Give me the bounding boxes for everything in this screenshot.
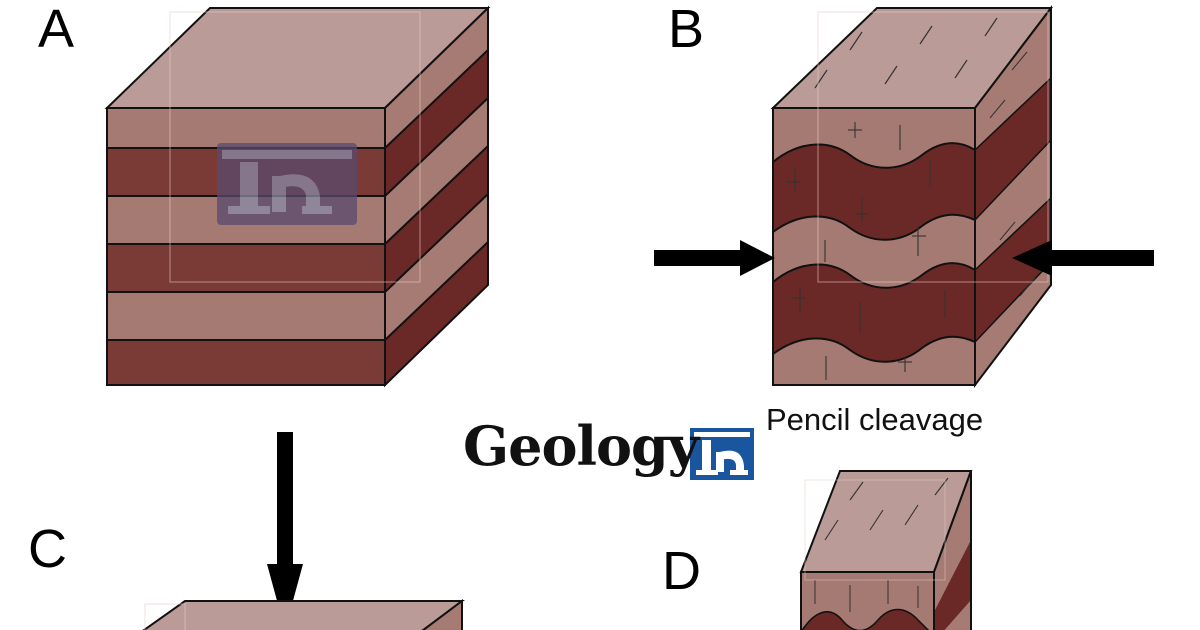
block-b-front-folds [772,107,976,386]
panel-label-b: B [668,0,705,59]
geology-in-logo-text: Geology [463,414,699,478]
arrow-left-compression [654,240,775,276]
block-a-side-layers [384,5,489,388]
watermark-logo: In [217,143,357,225]
block-b [770,5,1054,388]
block-b-side-face [974,5,1052,388]
arrow-right-compression [1012,240,1154,276]
geology-in-logo-mark: In [690,428,754,480]
panel-label-a: A [38,0,75,59]
caption-pencil-cleavage: Pencil cleavage [766,402,984,437]
panel-label-d: D [662,541,701,601]
arrow-down-compression [267,432,303,630]
block-d [799,470,973,630]
panel-label-c: C [28,519,67,579]
block-c [142,599,465,630]
block-c-top-face [142,600,465,630]
